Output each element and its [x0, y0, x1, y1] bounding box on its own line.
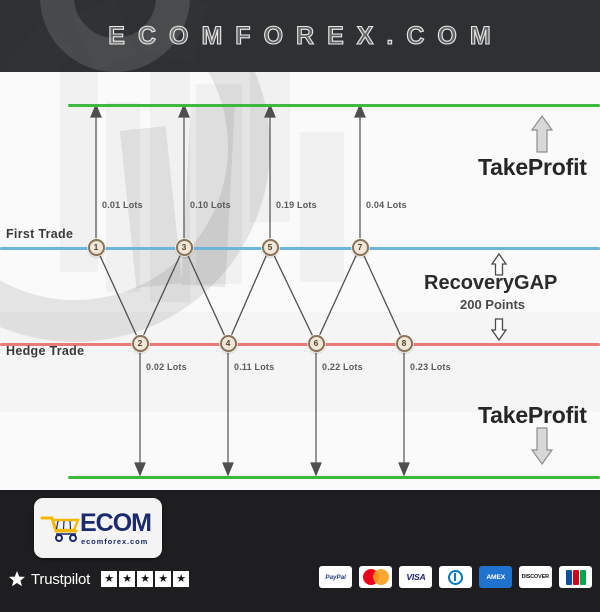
paypal-icon[interactable]: PayPal — [319, 566, 352, 588]
brand-title: ECOMFOREX.COM — [108, 21, 504, 50]
discover-icon[interactable]: DISCOVER — [519, 566, 552, 588]
takeprofit-upper-line — [68, 104, 600, 107]
trade-node[interactable]: 3 — [175, 238, 193, 256]
takeprofit-lower-label: TakeProfit — [478, 402, 587, 428]
lot-label-upper-3: 0.19 Lots — [276, 200, 317, 210]
lot-label-upper-2: 0.10 Lots — [190, 200, 231, 210]
lot-label-lower-4: 0.23 Lots — [410, 362, 451, 372]
lot-label-lower-2: 0.11 Lots — [234, 362, 275, 372]
amex-icon[interactable]: AMEX — [479, 566, 512, 588]
trade-node[interactable]: 6 — [307, 334, 325, 352]
takeprofit-down-arrow-icon — [530, 427, 554, 466]
first-trade-line — [0, 247, 600, 250]
star-icon: ★ — [173, 571, 190, 587]
lot-label-lower-1: 0.02 Lots — [146, 362, 187, 372]
recoverygap-down-arrow-icon — [490, 318, 508, 342]
jcb-icon[interactable] — [559, 566, 592, 588]
trade-node[interactable]: 2 — [131, 334, 149, 352]
star-icon: ★ — [137, 571, 154, 587]
ecom-logo-subtitle: ecomforex.com — [81, 537, 149, 546]
lot-label-lower-3: 0.22 Lots — [322, 362, 363, 372]
trustpilot-name: Trustpilot — [31, 570, 91, 588]
star-icon — [9, 571, 25, 587]
trade-connector-lines — [90, 103, 554, 477]
recoverygap-points: 200 Points — [460, 297, 526, 312]
trade-node[interactable]: 1 — [87, 238, 105, 256]
strategy-chart: First Trade Hedge Trade 0.01 Lots 0.10 L… — [0, 72, 600, 490]
mastercard-icon[interactable] — [359, 566, 392, 588]
trustpilot-stars: ★ ★ ★ ★ ★ — [101, 571, 190, 587]
star-icon: ★ — [101, 571, 118, 587]
recoverygap-title: RecoveryGAP — [424, 272, 558, 294]
hedge-trade-label: Hedge Trade — [6, 344, 85, 358]
visa-icon[interactable]: VISA — [399, 566, 432, 588]
site-header: ECOMFOREX.COM — [0, 0, 600, 72]
lot-label-upper-4: 0.04 Lots — [366, 200, 407, 210]
site-footer: ECOM ecomforex.com Trustpilot ★ ★ ★ ★ ★ … — [0, 490, 600, 612]
trade-node[interactable]: 4 — [219, 334, 237, 352]
diners-club-icon[interactable] — [439, 566, 472, 588]
hedge-trade-line — [0, 343, 600, 346]
star-icon: ★ — [119, 571, 136, 587]
trade-node[interactable]: 7 — [351, 238, 369, 256]
star-icon: ★ — [155, 571, 172, 587]
first-trade-label: First Trade — [6, 227, 74, 241]
ecom-logo-word: ECOM — [80, 509, 152, 537]
takeprofit-up-arrow-icon — [530, 114, 554, 153]
trade-node[interactable]: 5 — [261, 238, 279, 256]
takeprofit-upper-label: TakeProfit — [478, 154, 587, 180]
payment-methods: PayPal VISA AMEX DISCOVER — [319, 566, 592, 588]
lot-label-upper-1: 0.01 Lots — [102, 200, 143, 210]
recoverygap-up-arrow-icon — [490, 252, 508, 276]
takeprofit-lower-line — [68, 476, 600, 479]
trustpilot-badge[interactable]: Trustpilot ★ ★ ★ ★ ★ — [8, 570, 190, 588]
trade-node[interactable]: 8 — [395, 334, 413, 352]
shopping-cart-icon — [40, 516, 80, 542]
ecom-logo-card[interactable]: ECOM ecomforex.com — [34, 498, 162, 558]
